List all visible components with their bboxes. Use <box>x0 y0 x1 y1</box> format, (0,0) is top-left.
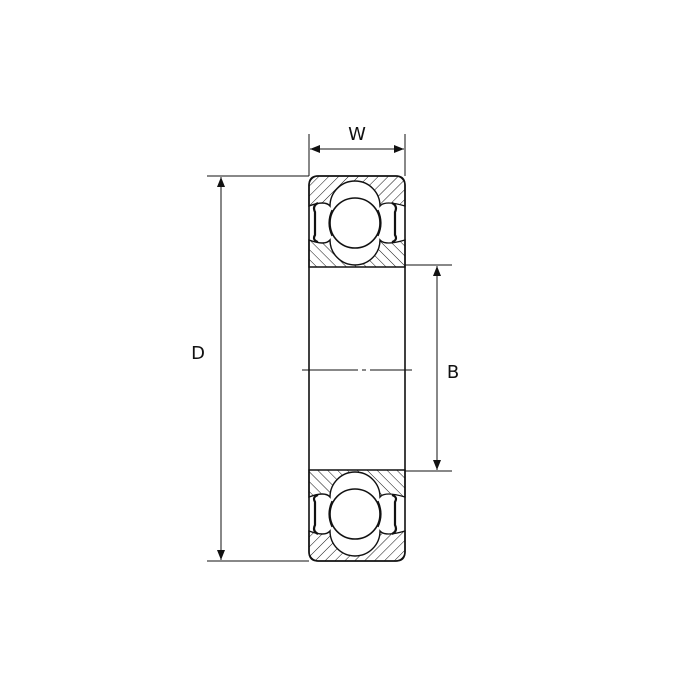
inner-ring-top <box>308 238 406 268</box>
outer-ring-top <box>308 175 406 208</box>
seal-left-top <box>312 202 319 244</box>
width-label: W <box>348 124 366 145</box>
outer-diameter-dimension: D <box>191 175 309 562</box>
width-dimension: W <box>308 124 406 176</box>
ball-top <box>329 197 381 249</box>
outer-diameter-label: D <box>191 343 205 364</box>
bearing-bottom-section <box>308 469 406 562</box>
seal-right-top <box>391 202 398 244</box>
bore-dimension: B <box>405 264 459 472</box>
bearing-top-section <box>308 175 406 268</box>
bore-label: B <box>447 362 459 383</box>
